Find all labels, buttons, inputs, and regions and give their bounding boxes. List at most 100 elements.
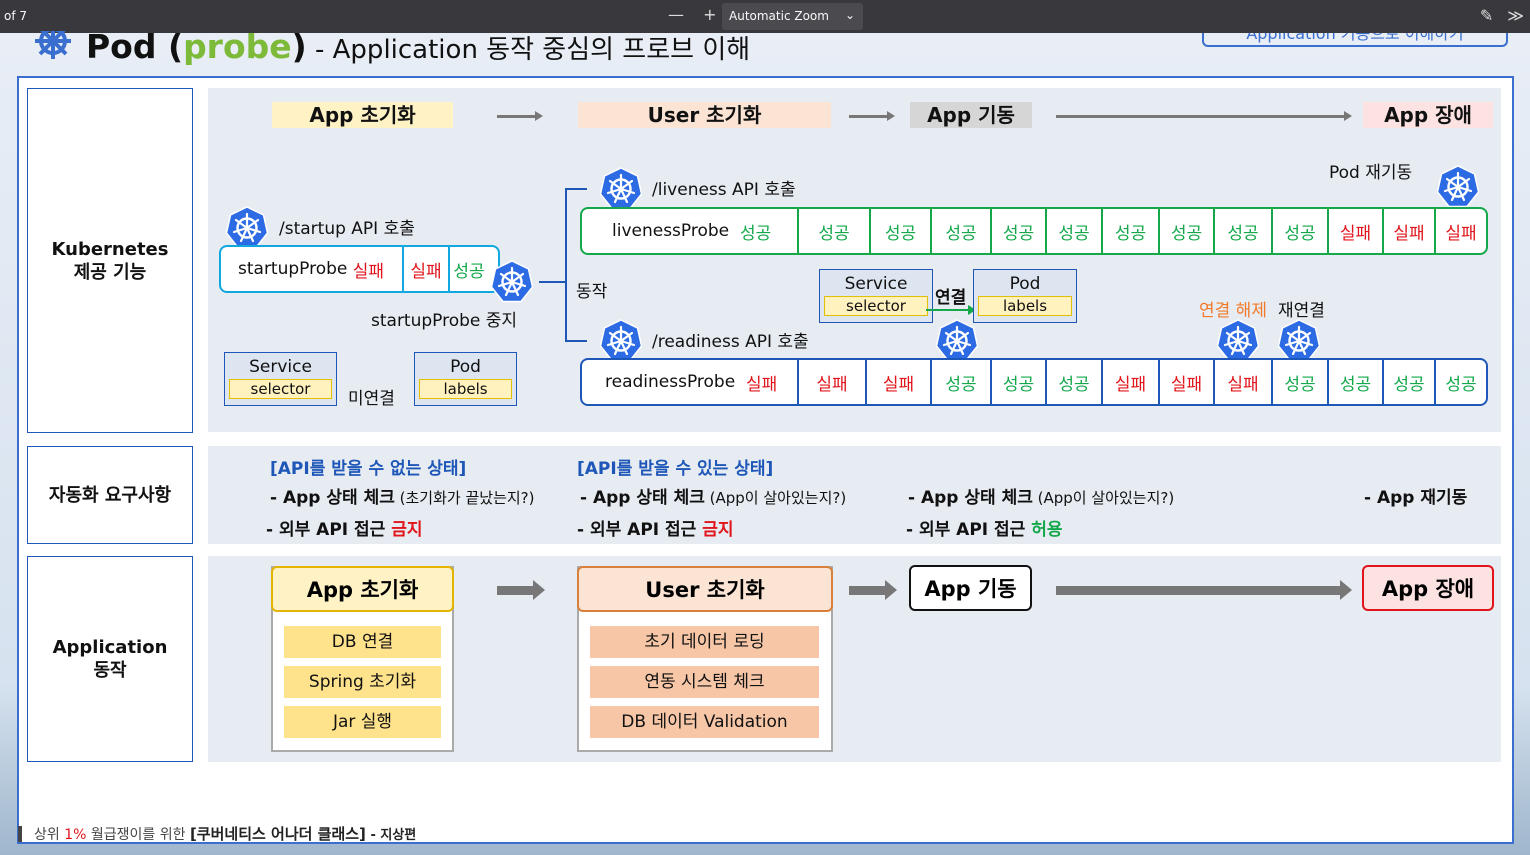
liveness-cell: 성공 bbox=[869, 209, 930, 253]
zoom-value: Automatic Zoom bbox=[729, 9, 829, 23]
kubernetes-icon bbox=[935, 319, 979, 362]
liveness-cell: 성공 bbox=[930, 209, 990, 253]
readiness-cell: 성공 bbox=[990, 360, 1045, 404]
app-init-box: App 초기화 DB 연결 Spring 초기화 Jar 실행 bbox=[271, 566, 454, 752]
zoom-controls: — + bbox=[668, 5, 717, 24]
phase-app-init: App 초기화 bbox=[272, 102, 453, 128]
liveness-cell: 성공 bbox=[1045, 209, 1101, 253]
footer: 상위 1% 월급쟁이를 위한 [쿠버네티스 어나더 클래스] - 지상편 bbox=[18, 823, 416, 844]
app-init-header: App 초기화 bbox=[271, 566, 454, 612]
edit-icon[interactable]: ✎ bbox=[1479, 6, 1494, 25]
connect-label: 연결 bbox=[935, 288, 967, 308]
app-fail-box: App 장애 bbox=[1362, 565, 1494, 611]
branch-line bbox=[565, 340, 587, 342]
liveness-cell: 성공 bbox=[1271, 209, 1327, 253]
user-init-box: User 초기화 초기 데이터 로딩 연동 시스템 체크 DB 데이터 Vali… bbox=[577, 566, 833, 752]
branch-line bbox=[565, 188, 587, 190]
readiness-cell: 성공 bbox=[1434, 360, 1486, 404]
startup-cell: 실패 bbox=[402, 247, 448, 291]
liveness-cell: 실패 bbox=[1382, 209, 1434, 253]
liveness-call-label: /liveness API 호출 bbox=[652, 180, 796, 200]
app-init-item: DB 연결 bbox=[284, 626, 441, 658]
zoom-in-button[interactable]: + bbox=[703, 5, 717, 24]
more-tools-icon[interactable]: ≫ bbox=[1507, 6, 1524, 25]
arrow-head bbox=[533, 580, 545, 600]
pod-labels-box-linked: Pod labels bbox=[973, 269, 1077, 323]
reconnect-label: 재연결 bbox=[1278, 301, 1325, 321]
arrow bbox=[849, 111, 895, 121]
pod-labels-box: Pod labels bbox=[414, 352, 517, 406]
chevron-down-icon: ⌄ bbox=[844, 8, 855, 22]
liveness-cell: 실패 bbox=[1327, 209, 1382, 253]
app-init-item: Jar 실행 bbox=[284, 706, 441, 738]
liveness-cell: 성공 bbox=[1213, 209, 1271, 253]
req-col1-line2: - 외부 API 접근 금지 bbox=[266, 520, 423, 540]
service-selector-box-linked: Service selector bbox=[819, 269, 933, 323]
arrow bbox=[497, 111, 543, 121]
pod-restart-label: Pod 재기동 bbox=[1329, 163, 1413, 183]
readiness-cell: 실패 bbox=[1101, 360, 1158, 404]
app-start-box: App 기동 bbox=[909, 565, 1032, 611]
zoom-out-button[interactable]: — bbox=[668, 5, 684, 24]
readiness-cell: 성공 bbox=[930, 360, 990, 404]
connect-arrow-head bbox=[968, 305, 976, 315]
connect-arrow bbox=[926, 309, 974, 311]
arrow bbox=[497, 586, 535, 595]
user-init-header: User 초기화 bbox=[577, 566, 833, 612]
liveness-cell: 성공 bbox=[797, 209, 869, 253]
req-col4-line1: - App 재기동 bbox=[1364, 488, 1468, 508]
row-label-kubernetes: Kubernetes 제공 기능 bbox=[27, 88, 193, 433]
readiness-cell: 성공 bbox=[1382, 360, 1434, 404]
arrow bbox=[1056, 586, 1342, 595]
user-init-item: DB 데이터 Validation bbox=[590, 706, 819, 738]
readiness-cell: 성공 bbox=[1271, 360, 1327, 404]
user-init-item: 초기 데이터 로딩 bbox=[590, 626, 819, 658]
automation-panel bbox=[208, 446, 1501, 544]
phase-app-fail: App 장애 bbox=[1363, 102, 1493, 128]
zoom-select[interactable]: Automatic Zoom ⌄ bbox=[722, 3, 863, 30]
disconnect-label: 연결 해제 bbox=[1199, 301, 1267, 321]
startup-probe-box: startupProbe 실패 실패 성공 bbox=[219, 245, 500, 293]
readiness-probe-label: readinessProbe 실패 bbox=[605, 372, 778, 395]
row-label-application: Application 동작 bbox=[27, 556, 193, 762]
toolbar-right: ✎ ≫ bbox=[1480, 6, 1524, 25]
kubernetes-icon bbox=[599, 167, 643, 210]
viewer-toolbar: of 7 — + Automatic Zoom ⌄ ✎ ≫ bbox=[0, 0, 1530, 33]
kubernetes-icon bbox=[1216, 319, 1260, 362]
kubernetes-icon bbox=[1277, 319, 1321, 362]
phase-app-start: App 기동 bbox=[910, 102, 1032, 128]
kubernetes-icon bbox=[490, 260, 534, 303]
page-count: of 7 bbox=[4, 9, 28, 23]
app-init-item: Spring 초기화 bbox=[284, 666, 441, 698]
readiness-cell: 실패 bbox=[797, 360, 865, 404]
arrow bbox=[1056, 111, 1352, 121]
liveness-cell: 성공 bbox=[1158, 209, 1213, 253]
unconnected-label: 미연결 bbox=[348, 389, 395, 409]
readiness-call-label: /readiness API 호출 bbox=[652, 332, 809, 352]
req-col2-line1: - App 상태 체크 (App이 살아있는지?) bbox=[580, 488, 847, 508]
startup-probe-label: startupProbe 실패 bbox=[238, 259, 385, 282]
req-col1-head: [API를 받을 수 없는 상태] bbox=[270, 459, 467, 479]
row-label-automation: 자동화 요구사항 bbox=[27, 446, 193, 544]
kubernetes-wheel-icon bbox=[35, 31, 71, 59]
req-col3-line1: - App 상태 체크 (App이 살아있는지?) bbox=[908, 488, 1175, 508]
arrow-head bbox=[1340, 580, 1352, 600]
kubernetes-icon bbox=[599, 319, 643, 362]
readiness-cell: 성공 bbox=[1327, 360, 1382, 404]
liveness-probe-label: livenessProbe 성공 bbox=[612, 221, 772, 244]
startup-cell: 성공 bbox=[448, 247, 488, 291]
branch-line bbox=[539, 281, 566, 283]
liveness-cell: 실패 bbox=[1434, 209, 1486, 253]
liveness-cell: 성공 bbox=[990, 209, 1045, 253]
req-col2-line2: - 외부 API 접근 금지 bbox=[577, 520, 734, 540]
readiness-cell: 실패 bbox=[1158, 360, 1213, 404]
kubernetes-icon bbox=[1436, 165, 1480, 208]
kubernetes-icon bbox=[225, 206, 269, 249]
readiness-cell: 실패 bbox=[865, 360, 930, 404]
req-col2-head: [API를 받을 수 있는 상태] bbox=[577, 459, 774, 479]
phase-user-init: User 초기화 bbox=[578, 102, 831, 128]
section-tag: Application 기동으로 이해하기 bbox=[1202, 33, 1508, 47]
action-label: 동작 bbox=[576, 282, 608, 302]
startup-stop-label: startupProbe 중지 bbox=[371, 311, 518, 331]
